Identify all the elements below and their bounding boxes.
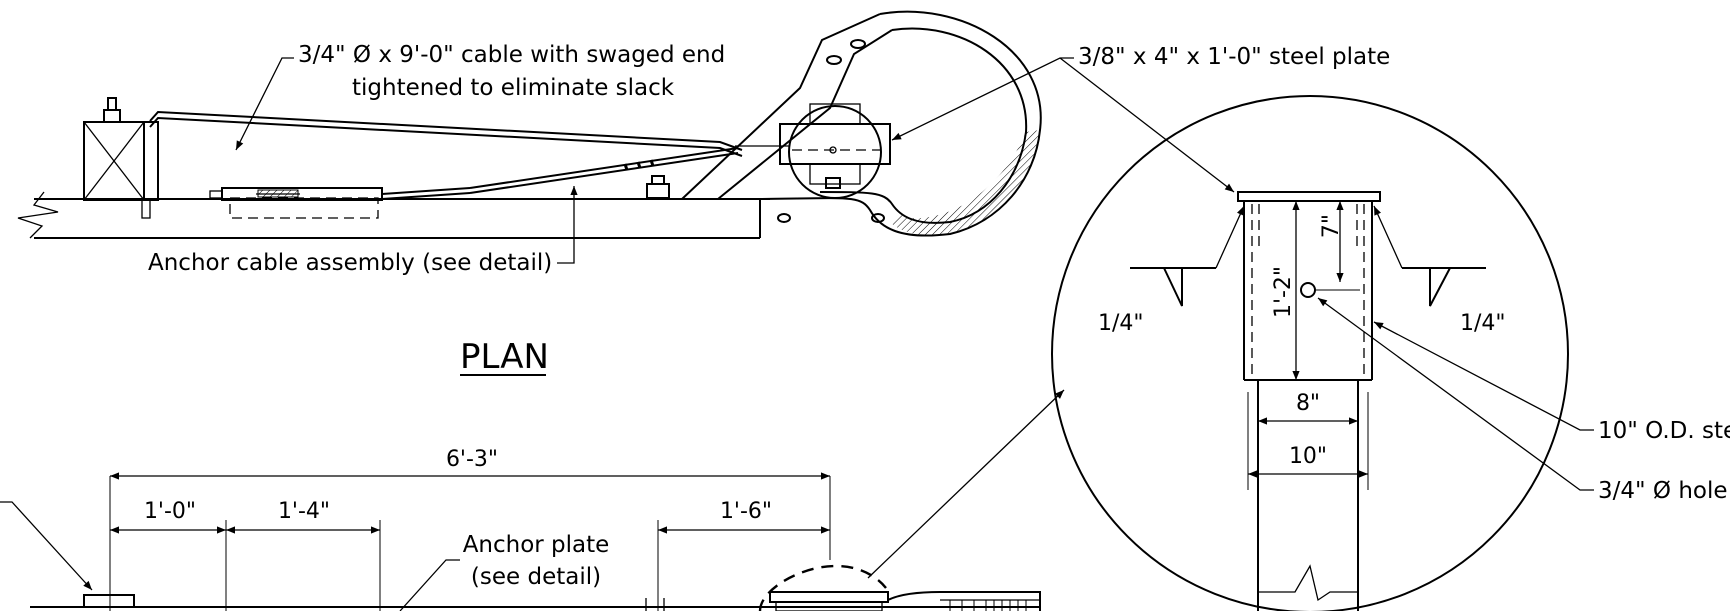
dim-inner-width: 8" [1296, 391, 1320, 416]
curved-terminal [759, 10, 1042, 237]
detail-circle [1051, 95, 1569, 611]
tension-cable [149, 110, 743, 157]
detail-steel-plate [1237, 191, 1381, 202]
callout-steel-plate: 3/8" x 4" x 1'-0" steel plate [1078, 44, 1390, 70]
weld-left-size: 1/4" [1098, 311, 1144, 336]
callout-hole: 3/4" Ø hole [1598, 478, 1728, 504]
callout-anchor-plate-line1: Anchor plate [463, 532, 610, 558]
leader-left-edge [0, 501, 93, 591]
callout-cable-line2: tightened to eliminate slack [352, 75, 675, 101]
weld-symbol-right [1373, 205, 1486, 307]
anchor-cable-assembly [209, 147, 739, 219]
end-block [83, 97, 159, 219]
leader-steel-plate-detail [1059, 57, 1235, 193]
callout-post: 10" O.D. ste [1598, 418, 1730, 444]
leader-post [1373, 321, 1594, 431]
callout-anchor-cable: Anchor cable assembly (see detail) [148, 250, 552, 276]
dim-outer-width: 10" [1289, 444, 1327, 469]
leader-hole [1317, 297, 1594, 491]
elevation-base [30, 564, 1041, 611]
dim-seg-a: 1'-0" [144, 499, 196, 524]
detail-hole [1300, 282, 1316, 298]
leader-cable [235, 57, 294, 151]
plan-view: 3/4" Ø x 9'-0" cable with swaged end tig… [17, 10, 1390, 377]
plan-post [779, 103, 891, 199]
dim-seg-b: 1'-4" [278, 499, 330, 524]
detail-post-upper [1243, 201, 1373, 381]
leader-to-detail [867, 389, 1065, 579]
callout-anchor-plate-line2: (see detail) [471, 564, 601, 590]
leader-anchor-cable [557, 186, 578, 264]
detail-view: 1'-2" 7" 8" 10" 1/4" 1/4" 10" O.D. ste 3… [1051, 95, 1730, 611]
dim-post-height: 1'-2" [1271, 266, 1296, 318]
plan-title: PLAN [460, 337, 549, 377]
dim-hole-height: 7" [1319, 214, 1344, 238]
dim-seg-c: 1'-6" [720, 499, 772, 524]
callout-cable-line1: 3/4" Ø x 9'-0" cable with swaged end [298, 42, 725, 68]
dim-overall: 6'-3" [446, 447, 498, 472]
elevation-view: 6'-3" 1'-0" 1'-4" 1'-6" Anchor plate (se… [0, 389, 1065, 611]
weld-symbol-left [1130, 205, 1245, 307]
leader-steel-plate-plan [891, 57, 1074, 141]
detail-callout-circle [758, 564, 887, 611]
leader-anchor-plate [399, 559, 460, 611]
weld-right-size: 1/4" [1460, 311, 1506, 336]
